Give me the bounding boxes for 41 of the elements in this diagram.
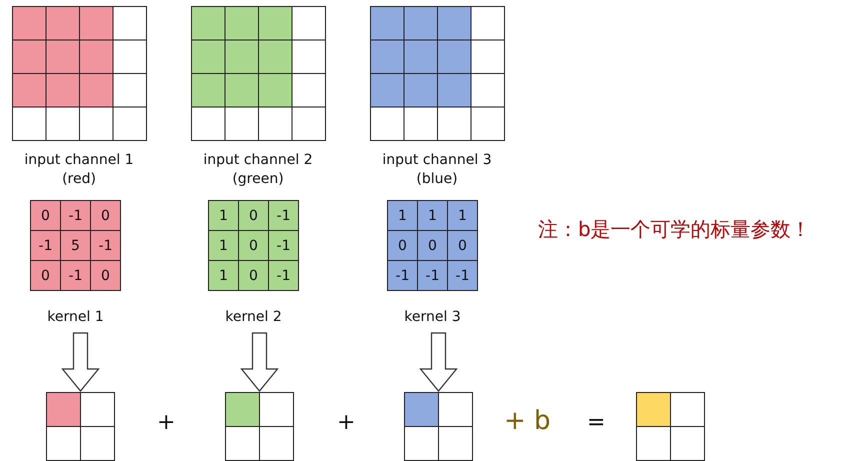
channel-caption: input channel 1 (red) — [23, 151, 135, 189]
kernel-cell: 1 — [208, 230, 239, 261]
kernel-cell: -1 — [30, 230, 61, 261]
plus-sign: + — [337, 410, 356, 435]
kernel-cell: 5 — [60, 230, 91, 261]
kernel-cell: -1 — [268, 260, 299, 291]
plus-sign: + — [157, 410, 176, 435]
kernel-cell: -1 — [417, 260, 448, 291]
kernel-cell: -1 — [60, 260, 91, 291]
kernel-cell: -1 — [268, 230, 299, 261]
kernel-cell: 1 — [208, 200, 239, 231]
kernel-cell: 0 — [238, 200, 269, 231]
hollow-arrow — [419, 332, 458, 392]
hollow-arrow — [61, 332, 100, 392]
kernel-cell: -1 — [60, 200, 91, 231]
note-text: 注：b是一个可学的标量参数！ — [538, 216, 811, 243]
kernel-cell: 0 — [30, 260, 61, 291]
kernel-caption: kernel 3 — [403, 308, 462, 327]
equals-sign: = — [587, 410, 606, 435]
kernel-cell: 0 — [447, 230, 478, 261]
kernel-caption: kernel 2 — [224, 308, 283, 327]
channel-caption: input channel 3 (blue) — [381, 151, 493, 189]
hollow-arrow — [240, 332, 279, 392]
kernel-cell: -1 — [447, 260, 478, 291]
channel-caption: input channel 2 (green) — [202, 151, 314, 189]
kernel-cell: -1 — [387, 260, 418, 291]
kernel-cell: 0 — [90, 200, 121, 231]
kernel-cell: 1 — [208, 260, 239, 291]
kernel-cell: 0 — [30, 200, 61, 231]
bias-term: + b — [504, 406, 551, 436]
kernel-cell: 0 — [238, 260, 269, 291]
kernel-cell: 1 — [417, 200, 448, 231]
kernel-cell: 0 — [90, 260, 121, 291]
kernel-cell: 0 — [417, 230, 448, 261]
kernel-cell: -1 — [268, 200, 299, 231]
kernel-cell: 0 — [238, 230, 269, 261]
kernel-cell: -1 — [90, 230, 121, 261]
kernel-cell: 1 — [447, 200, 478, 231]
kernel-cell: 0 — [387, 230, 418, 261]
kernel-caption: kernel 1 — [46, 308, 105, 327]
kernel-cell: 1 — [387, 200, 418, 231]
